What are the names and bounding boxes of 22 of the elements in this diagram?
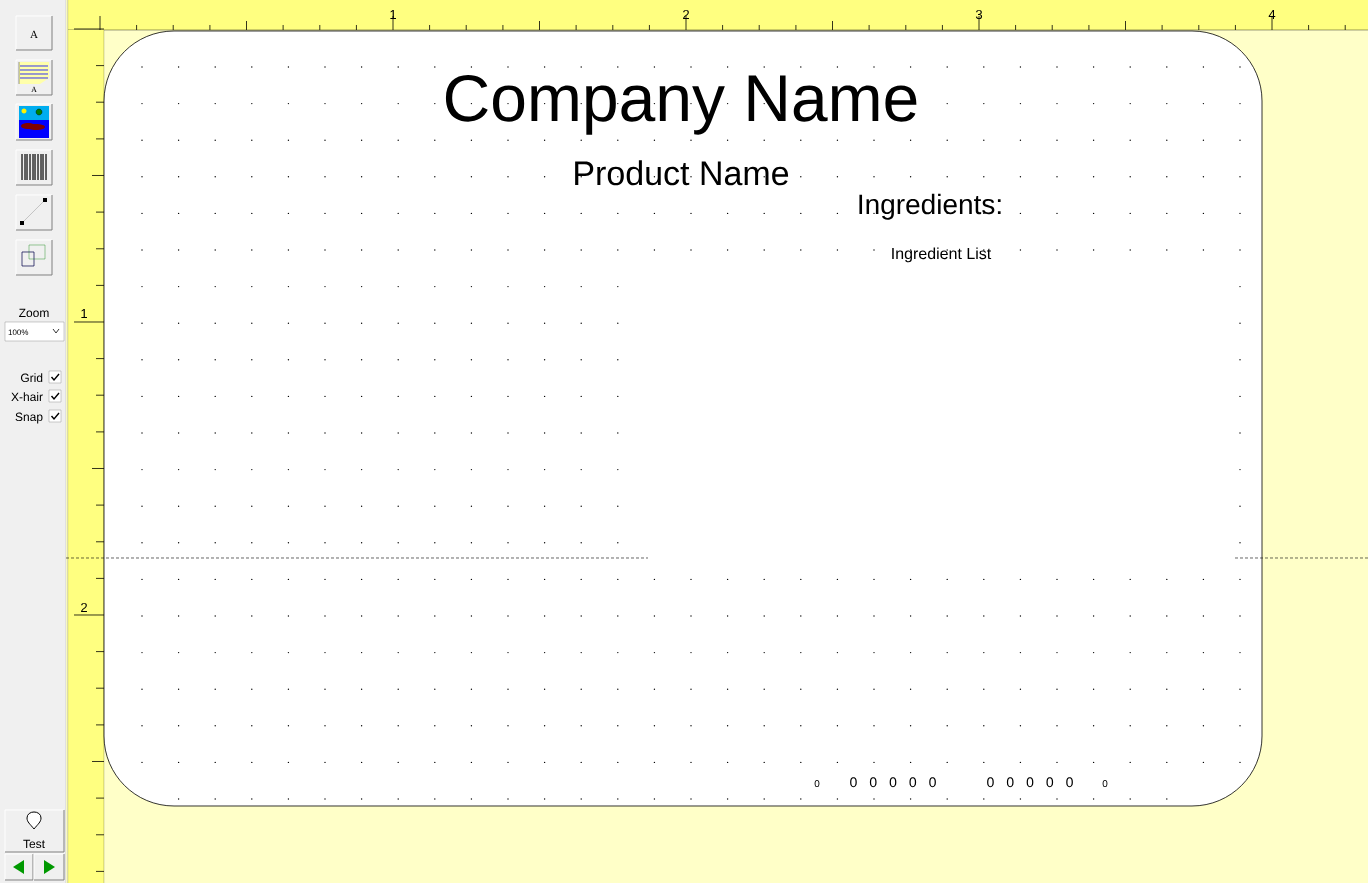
ruler-number: 1 [81, 309, 87, 318]
ruler-number: 2 [683, 9, 689, 19]
checkbox-label: X-hair [11, 392, 43, 402]
zoom-dropdown: 100% [4, 321, 65, 342]
ruler-number: 3 [975, 9, 983, 20]
barcode-digits: 0 [814, 780, 820, 788]
checkbox-label: Grid [20, 373, 43, 383]
ingredients-heading: Ingredients: [859, 193, 1001, 220]
text-tool-button: A [15, 15, 53, 51]
company-name: Company Name [445, 74, 917, 135]
checkbox-label: Snap [15, 412, 43, 424]
paragraph-tool-button: A [15, 59, 53, 96]
barcode-digits: 0 [1102, 780, 1108, 788]
barcode-digits: 0 0 0 0 0 [987, 777, 1073, 788]
ruler-number: 1 [390, 10, 396, 19]
ruler-number: 2 [81, 602, 87, 612]
product-name: Product Name [575, 160, 789, 186]
ingredient-list: Ingredient List [892, 247, 992, 263]
barcode-digits: 0 0 0 0 0 [850, 777, 936, 788]
test-button: Test [4, 809, 65, 853]
ruler-number: 4 [1268, 10, 1276, 19]
zoom-label: Zoom [19, 308, 49, 318]
